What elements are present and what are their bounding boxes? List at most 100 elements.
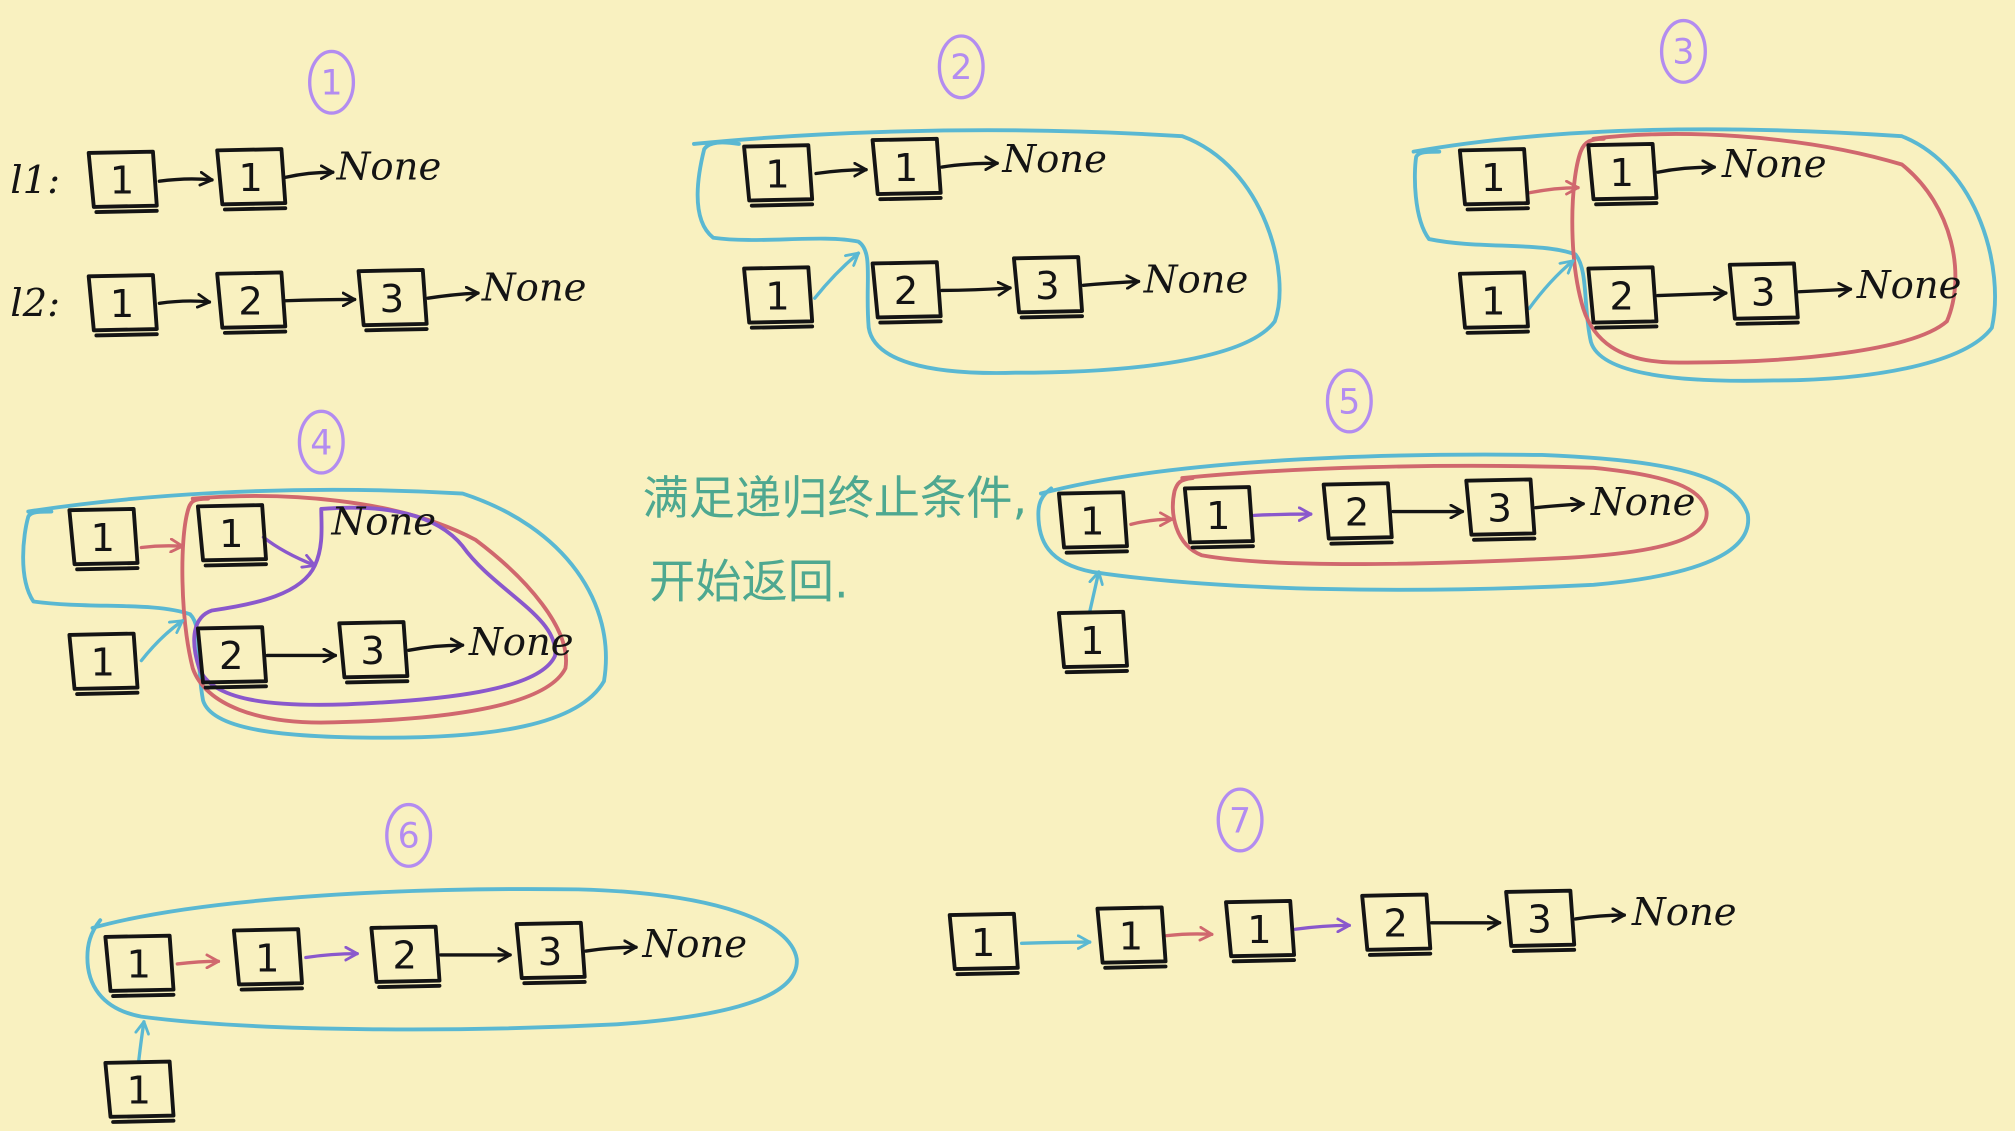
node-box: 1: [215, 147, 288, 212]
pointer-arrow: [940, 288, 1012, 291]
node-value: 3: [1527, 898, 1552, 943]
node-box: 2: [1321, 481, 1394, 546]
none-terminal: None: [336, 145, 442, 190]
node-value: 1: [110, 159, 135, 204]
pointer-arrow: [1129, 519, 1174, 524]
node-box: 1: [1457, 270, 1530, 335]
node-box-outline: [86, 149, 159, 214]
node-box-outline: [1586, 265, 1659, 330]
pointer-arrow: [157, 179, 214, 181]
none-terminal: None: [1856, 263, 1962, 308]
node-box-outline: [742, 265, 815, 330]
step-marker: 5: [1325, 368, 1373, 434]
none-terminal: None: [1143, 258, 1249, 303]
step-marker-ring: [1325, 368, 1373, 434]
none-terminal: None: [468, 620, 574, 665]
recursion-frame-loop: [21, 487, 608, 740]
step-marker-number: 1: [321, 64, 343, 104]
node-box: 2: [369, 924, 442, 989]
node-value: 1: [894, 146, 919, 191]
pointer-arrow: [1019, 942, 1092, 943]
node-box: 1: [86, 273, 159, 338]
node-box-outline: [1727, 261, 1800, 326]
pointer-arrow: [1527, 188, 1580, 193]
node-box: 2: [1360, 892, 1433, 957]
step-marker: 4: [297, 409, 345, 475]
none-terminal: None: [1001, 137, 1107, 182]
node-box-outline: [1457, 147, 1530, 212]
pointer-arrow: [406, 645, 465, 650]
step-marker-ring: [308, 49, 356, 115]
node-box: 1: [231, 927, 304, 992]
pointer-arrow: [813, 251, 861, 300]
node-box: 1: [870, 136, 943, 202]
node-value: 1: [1481, 156, 1506, 201]
node-box-outline: [947, 911, 1020, 977]
pointer-arrow: [814, 170, 868, 174]
node-value: 1: [110, 282, 135, 327]
node-value: 1: [971, 921, 996, 966]
pointer-arrow: [1656, 293, 1728, 296]
node-box-outline: [337, 620, 410, 685]
node-value: 3: [360, 629, 385, 674]
node-value: 1: [1247, 908, 1272, 953]
node-value: 2: [894, 269, 919, 314]
node-box: 2: [1586, 265, 1659, 330]
node-value: 1: [91, 516, 116, 561]
node-box-outline: [870, 136, 943, 202]
node-box: 1: [947, 911, 1020, 977]
note-line-2: 开始返回.: [649, 555, 849, 609]
node-box: 3: [1504, 888, 1577, 953]
node-box-outline: [231, 927, 304, 992]
node-box: 1: [1056, 609, 1129, 675]
pointer-arrow: [1527, 259, 1575, 311]
node-box: 1: [1224, 899, 1296, 964]
step-marker-number: 2: [950, 48, 972, 88]
node-box: 3: [1727, 261, 1800, 326]
recursion-frame-loop: [192, 505, 558, 707]
pointer-arrow: [175, 961, 221, 964]
step-marker: 1: [308, 49, 356, 115]
recursion-frame-loop: [1036, 452, 1751, 592]
node-value: 1: [255, 936, 280, 981]
pointer-arrow: [139, 619, 185, 663]
node-box-outline: [1464, 477, 1537, 542]
node-box-outline: [1504, 888, 1577, 953]
step-marker-number: 5: [1338, 382, 1360, 422]
none-terminal: None: [1631, 890, 1737, 935]
none-terminal: None: [331, 499, 437, 544]
node-box-outline: [195, 625, 268, 690]
node-box-outline: [1586, 142, 1659, 207]
node-value: 2: [1610, 274, 1635, 319]
node-value: 1: [1481, 280, 1506, 325]
node-box-outline: [356, 267, 429, 333]
node-box: 2: [215, 270, 288, 335]
none-terminal: None: [1590, 480, 1696, 525]
node-value: 2: [1383, 902, 1408, 947]
node-value: 1: [1206, 494, 1231, 539]
list-label: l2:: [10, 281, 60, 326]
none-terminal: None: [481, 265, 587, 310]
node-value: 3: [538, 930, 563, 975]
pointer-arrow: [1533, 504, 1585, 508]
note-line-1: 满足递归终止条件,: [643, 471, 1028, 525]
step-marker: 2: [937, 34, 985, 100]
pointer-arrow: [1165, 934, 1214, 936]
node-value: 2: [219, 634, 244, 679]
pointer-arrows: [139, 163, 1853, 1062]
pointer-arrow: [283, 299, 357, 300]
recursion-frame-loop: [85, 887, 799, 1032]
node-box: 1: [1182, 485, 1255, 550]
node-box: 3: [356, 267, 429, 333]
node-box: 1: [742, 265, 815, 330]
node-box-outline: [1321, 481, 1394, 546]
node-value: 1: [238, 156, 263, 201]
step-marker-number: 4: [310, 423, 332, 463]
pointer-arrow: [304, 954, 359, 958]
step-marker: 6: [385, 802, 433, 868]
node-box: 3: [337, 620, 410, 685]
pointer-arrow: [1797, 289, 1853, 292]
node-box-outline: [215, 270, 288, 335]
node-box: 1: [103, 1059, 176, 1124]
step-marker-number: 7: [1229, 801, 1251, 841]
